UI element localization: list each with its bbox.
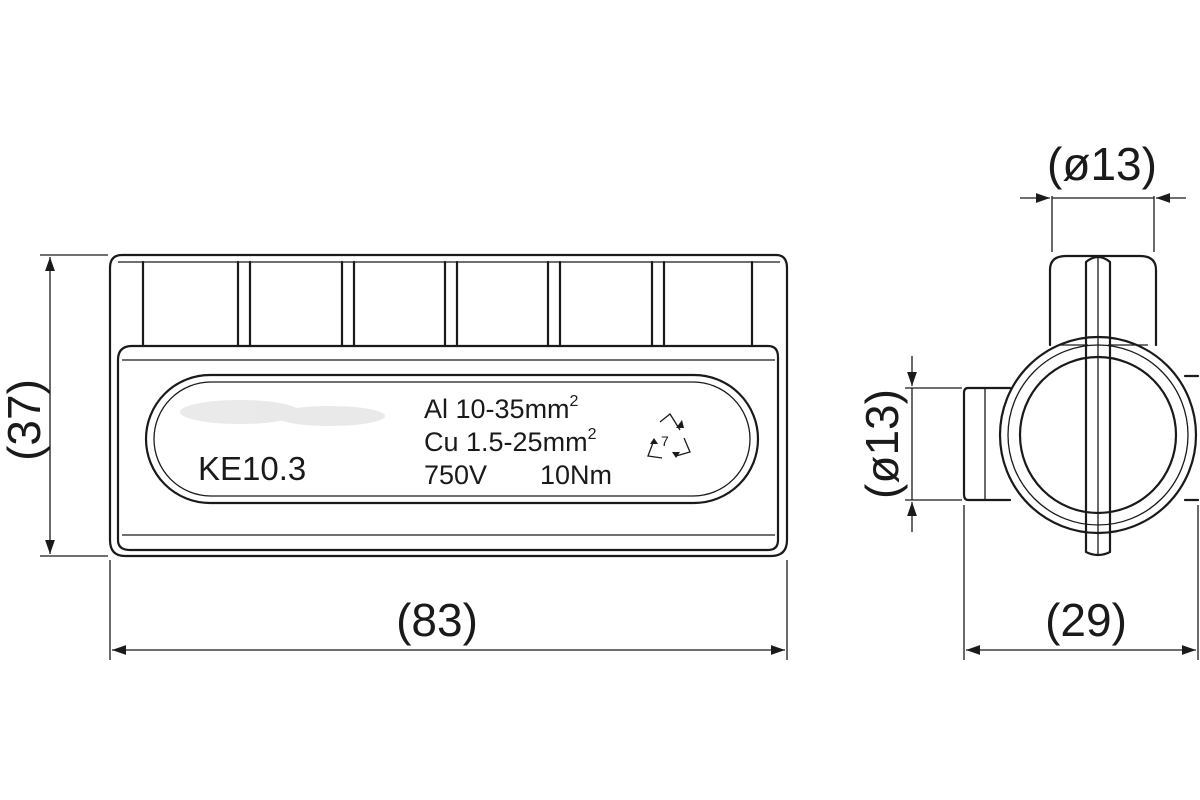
side-top-block <box>1048 254 1158 347</box>
dim-width: (83) <box>396 594 478 646</box>
dimensions: (37) (83) (29) (ø13) (ø13) <box>0 138 1199 660</box>
side-fin <box>1084 255 1112 557</box>
label-stadium <box>144 373 760 505</box>
ribs <box>141 260 754 348</box>
spec-cu-sup: 2 <box>588 426 597 443</box>
spec-voltage: 750V <box>424 460 487 490</box>
side-stub-left <box>962 386 1012 502</box>
dim-diameter-vertical: (ø13) <box>856 389 908 499</box>
dim-depth: (29) <box>1045 594 1127 646</box>
body-outline <box>108 253 789 558</box>
label-panel <box>116 344 780 552</box>
logo-blur <box>180 400 385 426</box>
side-view <box>962 254 1200 557</box>
spec-al-sup: 2 <box>570 393 579 410</box>
recycle-code: 7 <box>661 433 669 449</box>
spec-al: Al 10-35mm2 <box>424 393 579 424</box>
spec-torque: 10Nm <box>540 460 612 490</box>
model-label: KE10.3 <box>198 450 306 487</box>
recycle-icon: 7 <box>647 413 691 459</box>
dim-diameter-top: (ø13) <box>1047 138 1157 190</box>
front-view: KE10.3 Al 10-35mm2 Cu 1.5-25mm2 750V 10N… <box>108 253 789 558</box>
spec-cu: Cu 1.5-25mm2 <box>424 426 597 457</box>
dim-height: (37) <box>0 379 50 461</box>
